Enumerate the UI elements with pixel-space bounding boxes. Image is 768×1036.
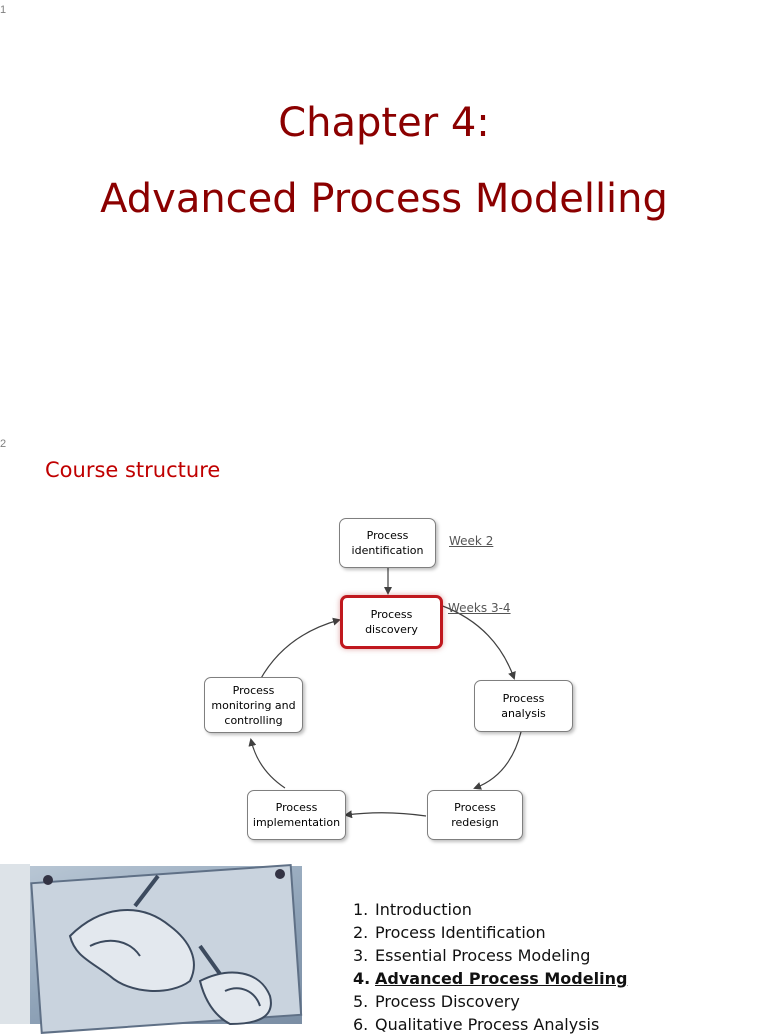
process-redesign-box: Process redesign	[427, 790, 523, 840]
arrow-discovery-analysis	[439, 604, 516, 680]
process-discovery-box: Process discovery	[340, 595, 443, 649]
process-analysis-box: Process analysis	[474, 680, 573, 732]
chapter-list-item[interactable]: 6.Qualitative Process Analysis	[353, 1015, 600, 1034]
arrow-redesign-implementation	[344, 810, 427, 819]
chapter-list-item-current[interactable]: 4.Advanced Process Modeling	[353, 969, 628, 988]
chapter-list-item[interactable]: 5.Process Discovery	[353, 992, 520, 1011]
weeks-3-4-link[interactable]: Weeks 3-4	[448, 601, 511, 615]
arrow-monitoring-discovery	[259, 617, 341, 681]
process-identification-box: Process identification	[339, 518, 436, 568]
chapter-list-item[interactable]: 2.Process Identification	[353, 923, 546, 942]
slide-3: 1.Introduction 2.Process Identification …	[0, 864, 768, 1034]
chapter-list-item[interactable]: 1.Introduction	[353, 900, 472, 919]
chapter-list: 1.Introduction 2.Process Identification …	[353, 898, 627, 1036]
process-monitoring-box: Process monitoring and controlling	[204, 677, 303, 733]
chapter-subtitle: Advanced Process Modelling	[100, 176, 668, 222]
chapter-list-item[interactable]: 3.Essential Process Modeling	[353, 946, 591, 965]
slide-2: 2 Course structure Process identificatio…	[0, 430, 768, 864]
section-title: Course structure	[45, 458, 221, 482]
slide-1: 1 Chapter 4: Advanced Process Modelling	[0, 0, 768, 430]
drawing-hands-image	[30, 864, 303, 1034]
chapter-title: Chapter 4:	[278, 100, 490, 146]
process-implementation-box: Process implementation	[247, 790, 346, 840]
cycle-arrows	[248, 568, 522, 819]
drawing-hands-illustration	[30, 864, 303, 1034]
page-number: 1	[0, 4, 7, 16]
arrow-implementation-monitoring	[248, 738, 286, 789]
arrow-analysis-redesign	[473, 731, 522, 790]
week-2-link[interactable]: Week 2	[449, 534, 494, 548]
page-number: 2	[0, 438, 7, 450]
slide-edge	[0, 864, 30, 1024]
